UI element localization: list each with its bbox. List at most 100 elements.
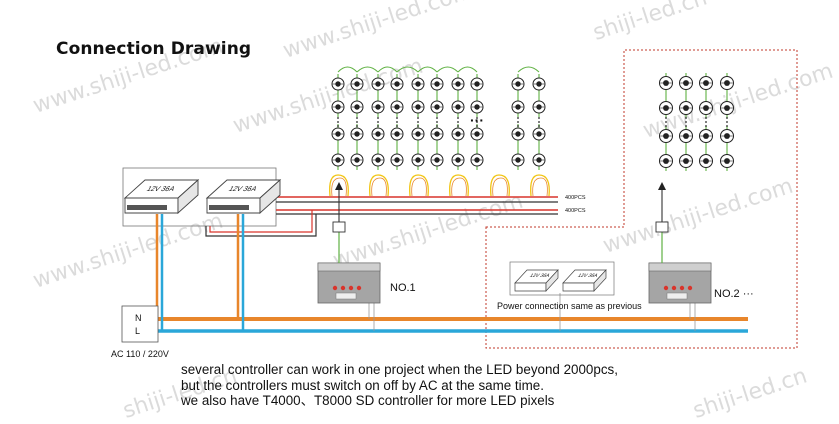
pixel-module [532,77,546,91]
note-line-2: but the controllers must switch on off b… [181,377,544,393]
pixel-module [451,127,465,141]
pixel-module [350,127,364,141]
pixel-module [511,77,525,91]
pixel-module [699,76,713,90]
ctrl1-connector [332,221,346,233]
vertical-ellipsis [436,117,438,119]
pixel-module [659,101,673,115]
mains-l-label: L [135,326,141,336]
pixel-module [350,100,364,114]
pixel-module [371,77,385,91]
pixel-module [411,77,425,91]
vertical-ellipsis [517,125,519,127]
vertical-ellipsis [538,125,540,127]
ctrl2-connector [655,221,669,233]
pixel-module [371,100,385,114]
pixel-module [720,76,734,90]
pixel-module [331,100,345,114]
mains-box [121,305,159,343]
vertical-ellipsis [377,125,379,127]
vertical-ellipsis [726,117,728,119]
vertical-ellipsis [417,125,419,127]
pixel-module [532,127,546,141]
mini-psu-2-label: 12V 36A [576,273,599,279]
vertical-ellipsis [538,117,540,119]
vertical-ellipsis [665,125,667,127]
pixel-count-label-1: 400PCS [565,195,586,201]
note-line-1: several controller can work in one proje… [181,362,618,377]
vertical-ellipsis [396,125,398,127]
pixel-module [411,153,425,167]
pixel-module [390,153,404,167]
mini-power-supply-2 [562,269,607,292]
pixel-module [430,153,444,167]
pixel-module [511,127,525,141]
vertical-ellipsis [356,121,358,123]
vertical-ellipsis [517,117,519,119]
vertical-ellipsis [396,121,398,123]
vertical-ellipsis [457,117,459,119]
vertical-ellipsis [538,121,540,123]
controller-2 [648,262,712,304]
pixel-module [331,77,345,91]
return-loops [329,174,550,197]
pixel-module [511,153,525,167]
pixel-module [532,100,546,114]
pixel-module [411,100,425,114]
pixel-ellipsis: ··· [470,112,484,128]
pixel-module [720,154,734,168]
dc-red-loop [209,210,313,233]
psu-1-label: 12V 36A [144,186,176,193]
pixel-module [451,100,465,114]
ctrl1-arrow [335,182,343,190]
pixel-module [679,101,693,115]
vertical-ellipsis [436,125,438,127]
pixel-module [371,153,385,167]
controller-1 [317,262,381,304]
pixel-module [511,100,525,114]
mains-voltage-label: AC 110 / 220V [111,349,169,359]
pixel-module [331,153,345,167]
ctrl2-arrow [658,182,666,190]
pixel-module [532,153,546,167]
psu-2-label: 12V 36A [226,186,258,193]
power-note: Power connection same as previous [497,301,642,311]
pixel-module [430,77,444,91]
pixel-module [451,153,465,167]
group-2-frame [485,49,798,349]
pixel-module [470,153,484,167]
vertical-ellipsis [665,117,667,119]
vertical-ellipsis [726,125,728,127]
mini-power-supply-1 [514,269,559,292]
vertical-ellipsis [476,125,478,127]
description-notes: several controller can work in one proje… [181,362,741,409]
vertical-ellipsis [457,125,459,127]
pixel-module [451,77,465,91]
vertical-ellipsis [685,117,687,119]
pixel-module [371,127,385,141]
vertical-ellipsis [377,121,379,123]
pixel-module [390,77,404,91]
pixel-module [679,129,693,143]
pixel-module [331,127,345,141]
pixel-module [470,100,484,114]
vertical-ellipsis [705,125,707,127]
pixel-array-1 [331,66,546,170]
vertical-ellipsis [476,121,478,123]
pixel-module [430,127,444,141]
pixel-module [390,127,404,141]
controller-1-label: NO.1 [390,282,416,294]
vertical-ellipsis [377,117,379,119]
vertical-ellipsis [685,125,687,127]
mains-n-label: N [135,313,142,323]
pixel-module [659,154,673,168]
pixel-module [720,129,734,143]
pixel-module [720,101,734,115]
vertical-ellipsis [705,121,707,123]
pixel-module [470,127,484,141]
pixel-module [699,154,713,168]
pixel-module [659,76,673,90]
pixel-module [390,100,404,114]
